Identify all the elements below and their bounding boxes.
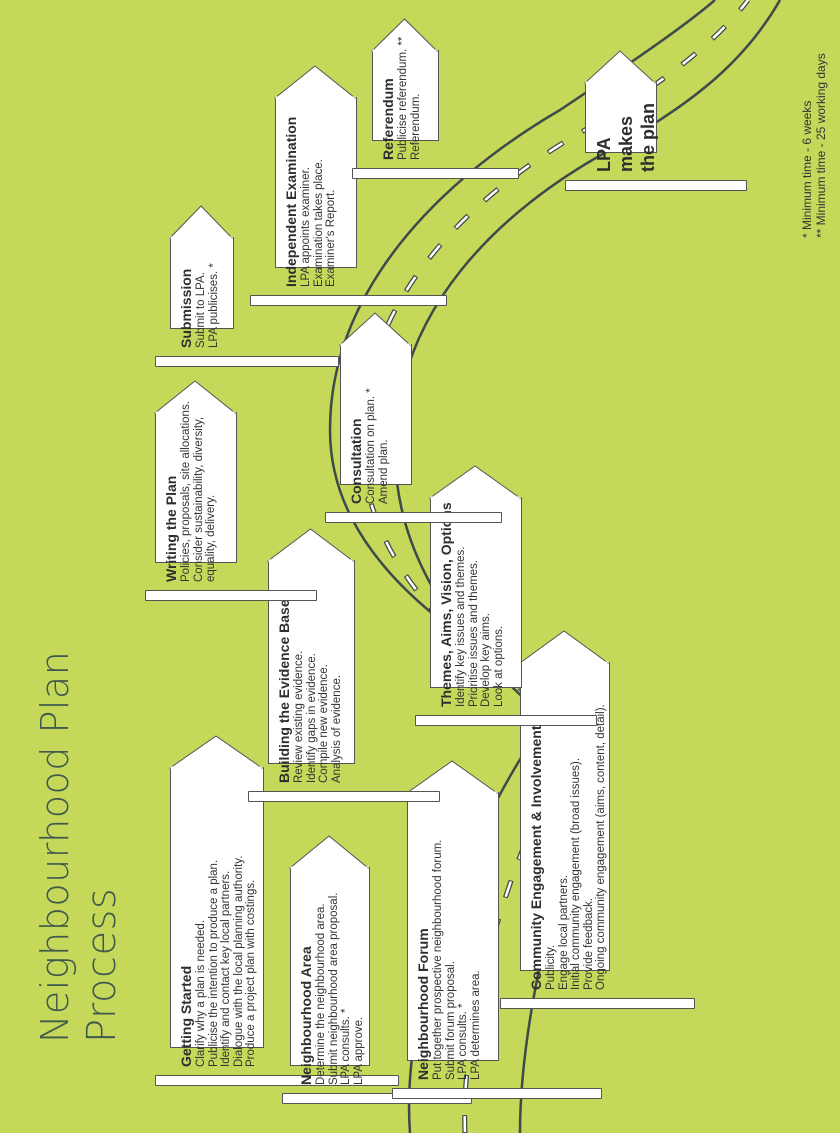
- signpost-board: [155, 412, 237, 563]
- signpost-stick: [145, 590, 317, 601]
- stage-step: Submit to LPA.: [195, 272, 207, 348]
- stage-title: Neighbourhood Area: [298, 946, 314, 1085]
- stage-title: Themes, Aims, Vision, Options: [438, 502, 454, 707]
- signpost-board: [372, 50, 439, 141]
- footnotes: * Minimum time - 6 weeks ** Minimum time…: [800, 0, 828, 238]
- signpost-arrow-tip: [584, 50, 656, 84]
- signpost-arrow-tip: [339, 312, 411, 346]
- stage-step: LPA appoints examiner.: [300, 167, 312, 287]
- signpost-board: [585, 82, 657, 153]
- stage-title: Writing the Plan: [163, 475, 179, 582]
- signpost-arrow-tip: [274, 65, 356, 99]
- signpost-arrow-tip: [519, 630, 609, 664]
- footnote-25-days: ** Minimum time - 25 working days: [814, 53, 828, 238]
- signpost-board: [430, 497, 522, 688]
- stage-step: Produce a project plan with costings.: [245, 879, 257, 1067]
- signpost-arrow-tip: [429, 465, 521, 499]
- stage-title: Independent Examination: [283, 116, 299, 287]
- signpost-stick: [155, 356, 339, 367]
- footnote-6-weeks: * Minimum time - 6 weeks: [800, 100, 814, 238]
- signpost-stick: [500, 998, 695, 1009]
- stage-title: Getting Started: [178, 965, 194, 1067]
- signpost-stick: [352, 168, 519, 179]
- stage-step: LPA determines area.: [469, 970, 482, 1080]
- stage-step: LPA consults. *: [457, 1003, 469, 1081]
- signpost-stick: [415, 715, 597, 726]
- stage-step: Develop key aims.: [480, 613, 492, 707]
- stage-step: Analysis of evidence.: [330, 674, 343, 783]
- stage-step: Identify and contact key local partners.: [220, 870, 232, 1067]
- signpost-stick: [250, 295, 447, 306]
- stage-step: Examiner's Report.: [325, 189, 337, 287]
- stage-title: Referendum: [380, 78, 396, 160]
- signpost-arrow-tip: [289, 835, 369, 869]
- stage-step: Determine the neighbourhood area.: [315, 903, 327, 1085]
- stage-step: LPA consults. *: [340, 1008, 352, 1086]
- signpost-board: [170, 767, 264, 1048]
- stage-step: equality, delivery.: [205, 494, 217, 582]
- stage-step: Submit forum proposal.: [444, 961, 457, 1080]
- signpost-board: [170, 237, 234, 329]
- signpost-board: [407, 792, 499, 1061]
- stage-title: Neighbourhood Forum: [415, 928, 431, 1080]
- signpost-stick: [248, 791, 440, 802]
- stage-step: Clarify why a plan is needed.: [195, 919, 207, 1067]
- signpost-arrow-tip: [406, 760, 498, 794]
- stage-step: Publicise referendum. **: [397, 36, 409, 160]
- stage-step: Policies, proposals, site allocations.: [180, 401, 192, 582]
- stage-step: Dialogue with the local planning authori…: [232, 855, 245, 1067]
- stage-step: Put together prospective neighbourhood f…: [432, 839, 444, 1080]
- signpost-board: [520, 662, 610, 971]
- signpost-board: [290, 867, 370, 1066]
- stage-step: Submit neighbourhood area proposal.: [327, 892, 340, 1085]
- page-title-line2: Process: [79, 887, 125, 1043]
- signpost-stick: [325, 512, 502, 523]
- stage-step: Consultation on plan. *: [365, 388, 377, 504]
- signpost-stick: [392, 1088, 602, 1099]
- stage-step: Referendum.: [409, 93, 422, 160]
- signpost-board: [340, 344, 412, 485]
- stage-title: Consultation: [348, 418, 364, 504]
- stage-step: Look at options.: [492, 625, 505, 707]
- stage-step: LPA approve.: [352, 1016, 365, 1085]
- stage-step: Prioritise issues and themes.: [467, 559, 480, 707]
- signpost-arrow-tip: [169, 735, 263, 769]
- signpost-label: LPA makes the plan: [593, 90, 660, 172]
- signpost-board: [275, 97, 357, 268]
- signpost-arrow-tip: [169, 205, 233, 239]
- stage-step: Identify key issues and themes.: [455, 546, 467, 707]
- stage-step: Amend plan.: [377, 439, 390, 504]
- page-title-line1: Neighbourhood Plan: [33, 650, 77, 1043]
- signpost-arrow-tip: [154, 380, 236, 414]
- stage-title: LPA makes the plan: [594, 102, 658, 172]
- stage-step: Compile new evidence.: [318, 664, 330, 783]
- stage-title: Submission: [178, 268, 194, 348]
- stage-step: Examination takes place.: [312, 159, 325, 287]
- signpost-arrow-tip: [267, 528, 354, 562]
- signpost-stick: [565, 180, 747, 191]
- signpost-stick: [155, 1075, 399, 1086]
- stage-step: Publicise the intention to produce a pla…: [207, 859, 220, 1067]
- signpost-arrow-tip: [371, 18, 438, 52]
- stage-step: LPA publicises. *: [207, 263, 220, 348]
- stage-step: Consider sustainability, diversity,: [192, 416, 205, 582]
